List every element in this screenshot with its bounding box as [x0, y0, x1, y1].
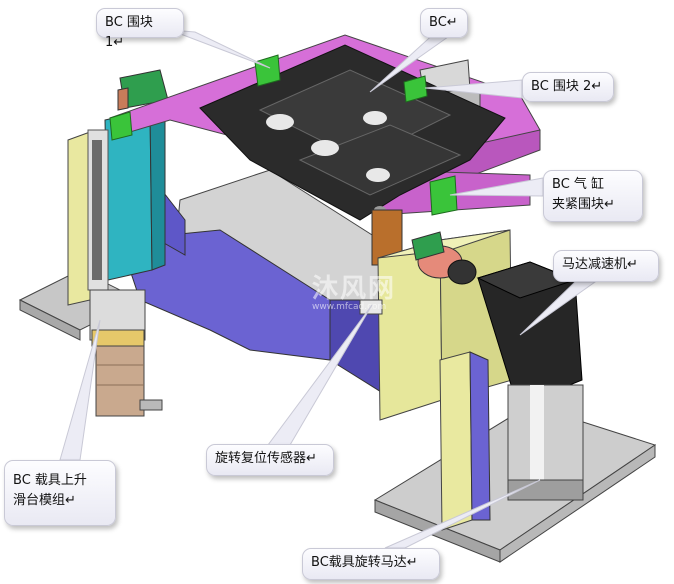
callout-rotation-reset-sensor: 旋转复位传感器↵: [206, 444, 334, 476]
watermark-text: 沐风网: [312, 274, 397, 304]
callout-bc-cylinder-clamp: BC 气 缸 夹紧围块↵: [543, 170, 643, 222]
callout-bc-block-1: BC 围块 1↵: [96, 8, 184, 50]
callout-motor-reducer: 马达减速机↵: [553, 250, 659, 282]
callout-bc-fixture-rotation-motor: BC载具旋转马达↵: [302, 548, 440, 580]
callout-bc-fixture-lift: BC 载具上升 滑台模组↵: [4, 460, 116, 526]
green-block-1: [254, 54, 281, 87]
callout-bc: BC↵: [420, 8, 468, 38]
watermark-url: www.mfcad.com: [312, 302, 387, 312]
callout-bc-block-2: BC 围块 2↵: [522, 72, 614, 102]
left-yellow-column: [67, 131, 91, 306]
green-block-clamp: [429, 175, 458, 216]
